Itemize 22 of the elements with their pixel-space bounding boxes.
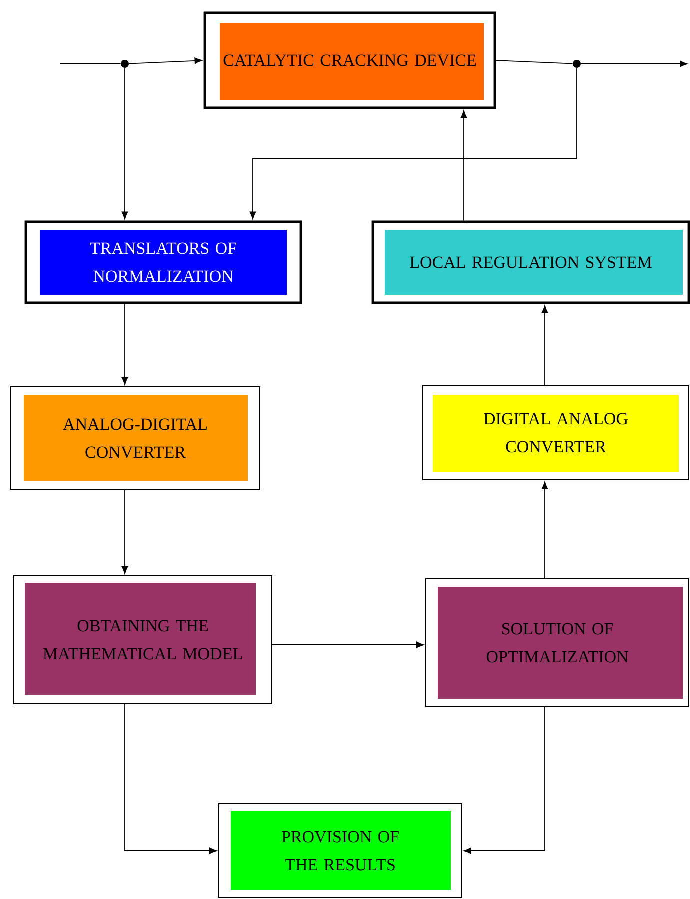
process-box: ANALOG-DIGITAL CONVERTER	[10, 386, 260, 490]
arrow	[460, 110, 468, 222]
arrow	[122, 68, 128, 220]
arrow	[580, 60, 688, 68]
arrow	[250, 68, 578, 220]
process-box: TRANSLATORS OF NORMALIZATION	[24, 220, 302, 304]
arrow	[128, 58, 202, 64]
arrow	[542, 482, 548, 579]
junction-dot	[121, 60, 129, 68]
process-box: LOCAL REGULATION SYSTEM	[372, 220, 690, 304]
arrow	[272, 642, 424, 648]
process-box: OBTAINING THE MATHEMATICAL MODEL	[14, 576, 272, 704]
arrow	[464, 707, 546, 854]
arrow	[122, 304, 128, 386]
arrow	[124, 704, 218, 854]
junction-dot	[573, 60, 581, 68]
process-box: PROVISION OF THE RESULTS	[218, 804, 462, 898]
arrow	[542, 306, 548, 386]
process-box: CATALYTIC CRACKING DEVICE	[204, 12, 496, 110]
process-box: DIGITAL ANALOG CONVERTER	[422, 386, 690, 480]
arrow	[122, 490, 128, 574]
process-box: SOLUTION OF OPTIMALIZATION	[426, 578, 690, 708]
